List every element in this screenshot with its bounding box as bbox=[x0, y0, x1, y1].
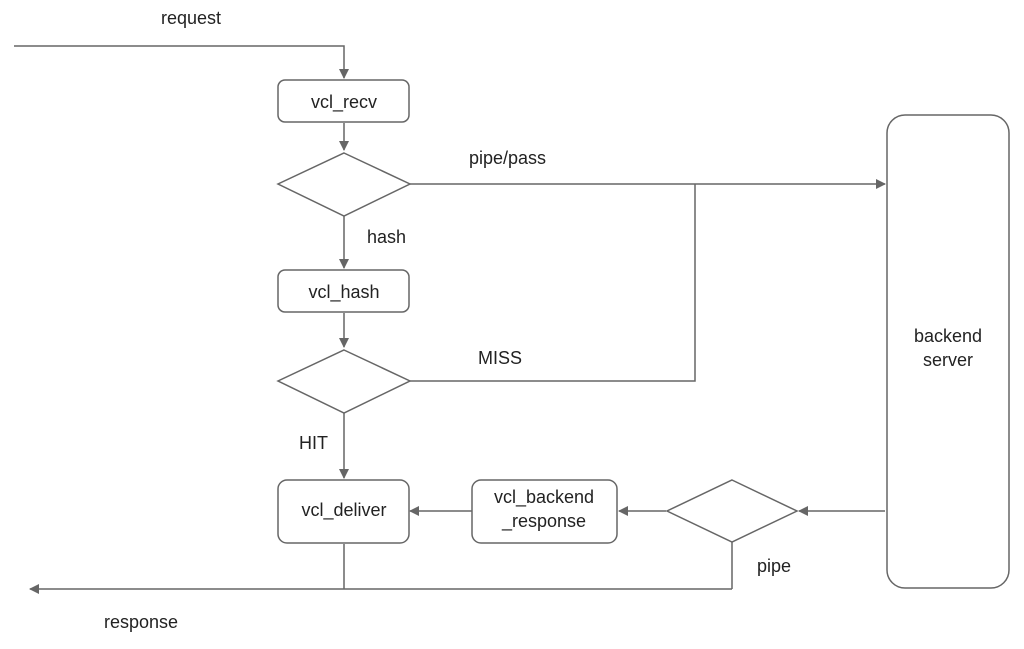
vcl-hash-box bbox=[277, 269, 410, 313]
vcl-deliver-box bbox=[277, 479, 410, 544]
vcl-backend-response-box bbox=[471, 479, 618, 544]
backend-server-label-line1: backend bbox=[914, 326, 982, 346]
request-label: request bbox=[161, 8, 221, 28]
recv-decision-diamond bbox=[276, 152, 412, 217]
vcl-backend-response-label-line2: _response bbox=[501, 511, 586, 532]
backend-decision-diamond bbox=[665, 479, 799, 543]
hit-label: HIT bbox=[299, 433, 328, 453]
miss-label: MISS bbox=[478, 348, 522, 368]
response-label: response bbox=[104, 612, 178, 632]
pipe-pass-label: pipe/pass bbox=[469, 148, 546, 168]
vcl-recv-label: vcl_recv bbox=[311, 92, 377, 113]
hash-decision-diamond bbox=[276, 349, 412, 414]
vcl-deliver-label: vcl_deliver bbox=[301, 500, 386, 521]
vcl-hash-label: vcl_hash bbox=[308, 282, 379, 303]
vcl-backend-response-label-line1: vcl_backend bbox=[494, 487, 594, 508]
pipe-label: pipe bbox=[757, 556, 791, 576]
miss-line bbox=[410, 184, 696, 382]
request-arrow bbox=[14, 45, 349, 79]
hash-label: hash bbox=[367, 227, 406, 247]
backend-server-box bbox=[886, 114, 1010, 589]
backend-server-label-line2: server bbox=[923, 350, 973, 370]
vcl-recv-box bbox=[277, 79, 410, 123]
